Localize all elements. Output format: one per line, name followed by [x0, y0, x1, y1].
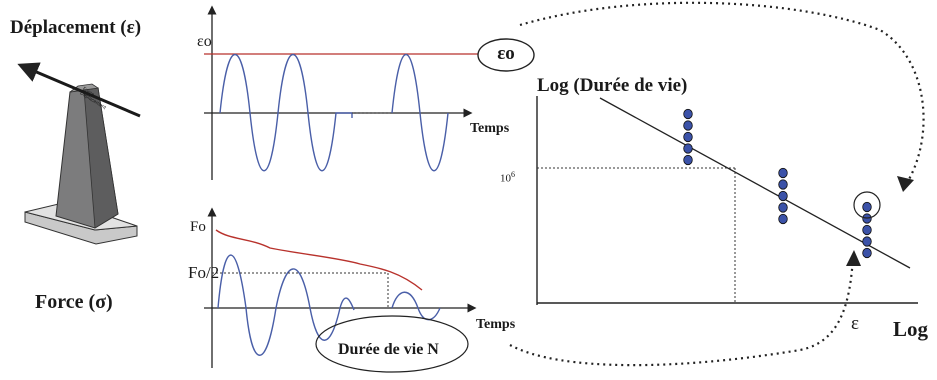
tick-exponent: 6: [511, 170, 515, 179]
data-point: [862, 236, 872, 247]
data-point: [683, 143, 693, 154]
data-point: [778, 190, 788, 202]
data-point: [778, 179, 788, 190]
sn-trend-line: [599, 97, 911, 269]
force-envelope: [215, 229, 423, 291]
fatigue-specimen-icon: [17, 62, 141, 245]
eps0-bubble-outline: [477, 38, 535, 72]
data-point: [683, 108, 693, 120]
data-point: [862, 247, 872, 259]
data-point: [683, 154, 693, 166]
eps0-axis-label: εo: [197, 33, 212, 50]
temps-bottom-label: Temps: [476, 317, 516, 332]
force-title: Force (σ): [35, 291, 113, 313]
data-point: [862, 201, 872, 213]
data-point: [683, 131, 693, 143]
force-wave: [217, 254, 355, 356]
strain-time-graph: [204, 5, 478, 180]
data-point: [778, 167, 788, 179]
data-point: [778, 202, 788, 213]
log-duree-de-vie-label: Log (Durée de vie): [537, 75, 688, 96]
temps-top-label: Temps: [470, 121, 510, 136]
force-time-graph: [204, 207, 477, 373]
sn-chart: [536, 96, 918, 305]
eps0-bubble-label: εo: [497, 43, 515, 64]
x-axis-log-label: Log: [893, 317, 929, 341]
duree-de-vie-label: Durée de vie N: [338, 341, 439, 358]
tick-base: 10: [500, 172, 511, 185]
x-axis-eps-label: ε: [851, 313, 859, 334]
fo2-axis-label: Fo/2: [188, 263, 220, 282]
fo-axis-label: Fo: [190, 219, 206, 235]
data-point: [778, 213, 788, 225]
duree-de-vie-bubble: [315, 315, 469, 373]
tick-10-6-label: 106: [500, 171, 515, 185]
circled-point-outline: [853, 191, 881, 219]
data-point: [862, 224, 872, 236]
dotted-arrow-top: [519, 1, 925, 187]
dotted-arrow-bottom: [509, 257, 855, 367]
data-point: [683, 120, 693, 131]
strain-wave: [219, 53, 353, 172]
displacement-title: Déplacement (ε): [10, 17, 142, 38]
